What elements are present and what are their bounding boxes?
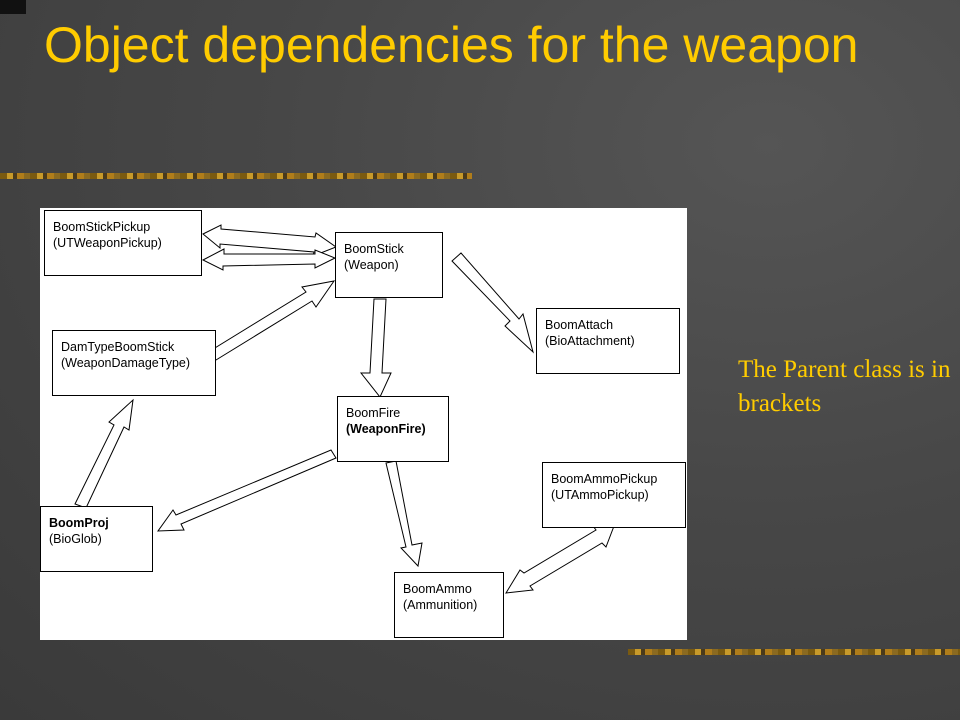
node-parent: (UTWeaponPickup) bbox=[53, 236, 162, 250]
node-boomstick: BoomStick (Weapon) bbox=[335, 232, 443, 298]
slide-title: Object dependencies for the weapon bbox=[44, 17, 859, 73]
node-parent: (UTAmmoPickup) bbox=[551, 488, 649, 502]
node-parent: (BioAttachment) bbox=[545, 334, 635, 348]
node-parent: (Weapon) bbox=[344, 258, 399, 272]
arrow-boomfire-boomammo bbox=[385, 460, 423, 568]
diagram-panel: BoomStickPickup (UTWeaponPickup) BoomSti… bbox=[40, 208, 687, 640]
arrow-boomstick-pickup bbox=[201, 248, 337, 271]
node-boomfire: BoomFire (WeaponFire) bbox=[337, 396, 449, 462]
node-name: DamTypeBoomStick bbox=[61, 340, 175, 354]
node-parent: (Ammunition) bbox=[403, 598, 478, 612]
node-parent: (WeaponFire) bbox=[346, 422, 426, 436]
node-boomstickpickup: BoomStickPickup (UTWeaponPickup) bbox=[44, 210, 202, 276]
node-boomammopickup: BoomAmmoPickup (UTAmmoPickup) bbox=[542, 462, 686, 528]
node-name: BoomAmmo bbox=[403, 582, 472, 596]
arrow-boomstick-boomattach bbox=[451, 252, 534, 354]
node-name: BoomProj bbox=[49, 516, 109, 530]
dependency-arrows bbox=[74, 224, 615, 594]
corner-mark bbox=[0, 0, 26, 14]
node-name: BoomAttach bbox=[545, 318, 614, 332]
node-name: BoomStickPickup bbox=[53, 220, 151, 234]
arrow-damtype-boomstick bbox=[209, 280, 336, 361]
node-boomattach: BoomAttach (BioAttachment) bbox=[536, 308, 680, 374]
bottom-rule bbox=[628, 649, 960, 655]
node-boomproj: BoomProj (BioGlob) bbox=[40, 506, 153, 572]
node-parent: (WeaponDamageType) bbox=[61, 356, 191, 370]
node-name: BoomFire bbox=[346, 406, 401, 420]
parent-class-note: The Parent class is in brackets bbox=[738, 356, 951, 417]
arrow-boomproj-damtype bbox=[74, 398, 134, 509]
node-name: BoomStick bbox=[344, 242, 404, 256]
arrow-boomstick-boomfire bbox=[359, 298, 392, 398]
node-parent: (BioGlob) bbox=[49, 532, 102, 546]
node-boomammo: BoomAmmo (Ammunition) bbox=[394, 572, 504, 638]
arrow-ammo-ammopickup bbox=[505, 525, 615, 594]
arrow-boomfire-boomproj bbox=[157, 449, 337, 532]
title-underline bbox=[0, 173, 472, 179]
node-name: BoomAmmoPickup bbox=[551, 472, 658, 486]
node-damtypeboomstick: DamTypeBoomStick (WeaponDamageType) bbox=[52, 330, 216, 396]
